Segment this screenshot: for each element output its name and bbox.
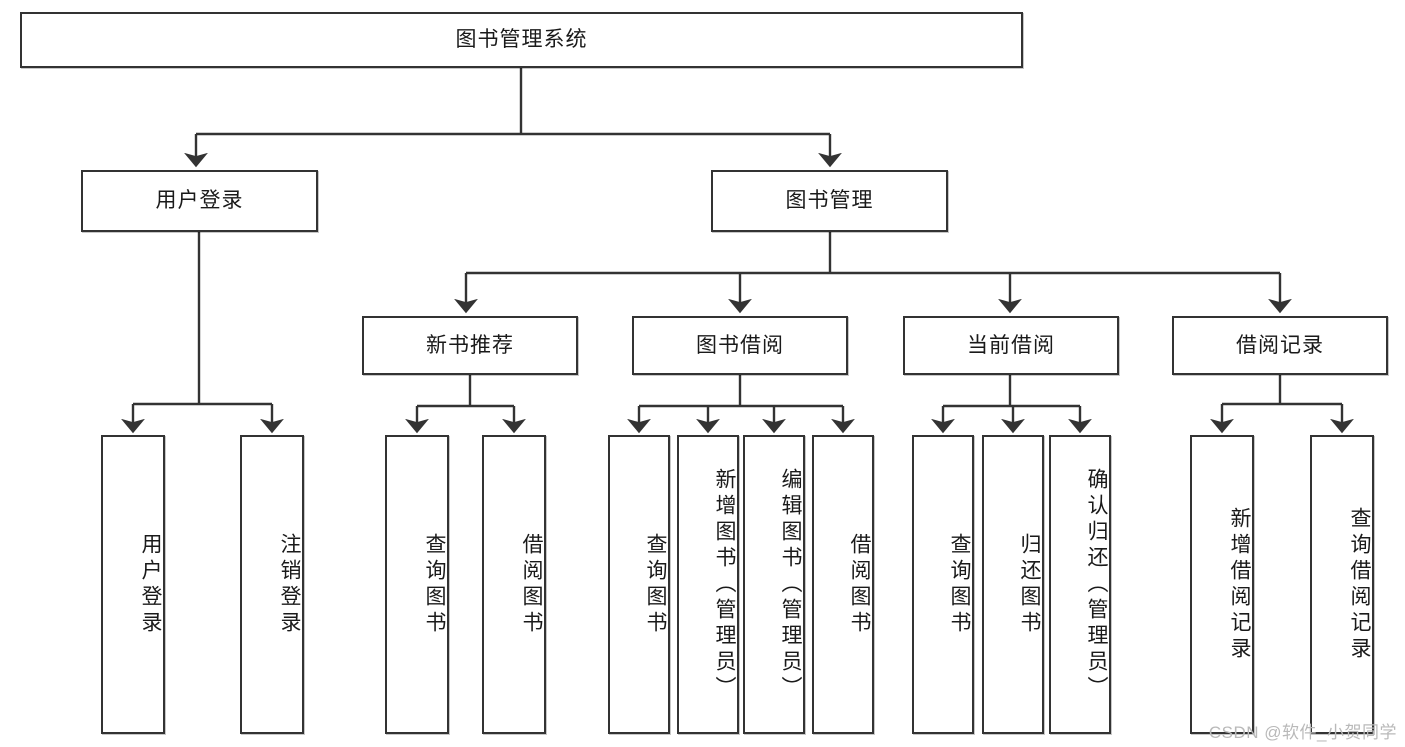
node-leaf-add-record-label: 新增借阅记录 xyxy=(1228,506,1251,663)
node-leaf-query-book-3[interactable]: 查询图书 xyxy=(912,435,974,734)
node-book-borrow-label: 图书借阅 xyxy=(696,333,784,357)
node-root-label: 图书管理系统 xyxy=(455,28,588,52)
node-leaf-user-login[interactable]: 用户登录 xyxy=(101,435,165,734)
node-leaf-query-book-1[interactable]: 查询图书 xyxy=(385,435,449,734)
node-leaf-confirm-return-label: 确认归还（管理员） xyxy=(1085,467,1108,702)
node-leaf-borrow-book-2[interactable]: 借阅图书 xyxy=(812,435,874,734)
node-leaf-logout[interactable]: 注销登录 xyxy=(240,435,304,734)
node-leaf-query-book-2[interactable]: 查询图书 xyxy=(608,435,670,734)
node-leaf-logout-label: 注销登录 xyxy=(278,532,301,637)
node-root[interactable]: 图书管理系统 xyxy=(20,12,1023,68)
node-book-manage[interactable]: 图书管理 xyxy=(711,170,948,232)
node-leaf-confirm-return[interactable]: 确认归还（管理员） xyxy=(1049,435,1111,734)
node-leaf-borrow-book-1[interactable]: 借阅图书 xyxy=(482,435,546,734)
node-leaf-return-book-label: 归还图书 xyxy=(1018,532,1041,637)
node-leaf-add-book-label: 新增图书（管理员） xyxy=(713,467,736,702)
node-leaf-return-book[interactable]: 归还图书 xyxy=(982,435,1044,734)
node-leaf-query-record[interactable]: 查询借阅记录 xyxy=(1310,435,1374,734)
node-borrow-record[interactable]: 借阅记录 xyxy=(1172,316,1388,375)
node-new-book-recommend-label: 新书推荐 xyxy=(426,333,514,357)
node-book-manage-label: 图书管理 xyxy=(785,189,874,213)
node-book-borrow[interactable]: 图书借阅 xyxy=(632,316,848,375)
node-leaf-borrow-book-1-label: 借阅图书 xyxy=(520,532,543,637)
node-user-login-label: 用户登录 xyxy=(155,189,244,213)
node-leaf-query-record-label: 查询借阅记录 xyxy=(1348,506,1371,663)
watermark: CSDN @软件_小贺同学 xyxy=(1208,723,1397,742)
node-leaf-add-record[interactable]: 新增借阅记录 xyxy=(1190,435,1254,734)
node-current-borrow-label: 当前借阅 xyxy=(967,333,1055,357)
node-leaf-user-login-label: 用户登录 xyxy=(139,532,162,637)
node-leaf-edit-book[interactable]: 编辑图书（管理员） xyxy=(743,435,805,734)
node-leaf-add-book[interactable]: 新增图书（管理员） xyxy=(677,435,739,734)
node-new-book-recommend[interactable]: 新书推荐 xyxy=(362,316,578,375)
node-borrow-record-label: 借阅记录 xyxy=(1236,333,1324,357)
node-user-login[interactable]: 用户登录 xyxy=(81,170,318,232)
node-leaf-borrow-book-2-label: 借阅图书 xyxy=(848,532,871,637)
node-current-borrow[interactable]: 当前借阅 xyxy=(903,316,1119,375)
node-leaf-query-book-1-label: 查询图书 xyxy=(423,532,446,637)
node-leaf-edit-book-label: 编辑图书（管理员） xyxy=(779,467,802,702)
node-leaf-query-book-3-label: 查询图书 xyxy=(948,532,971,637)
node-leaf-query-book-2-label: 查询图书 xyxy=(644,532,667,637)
